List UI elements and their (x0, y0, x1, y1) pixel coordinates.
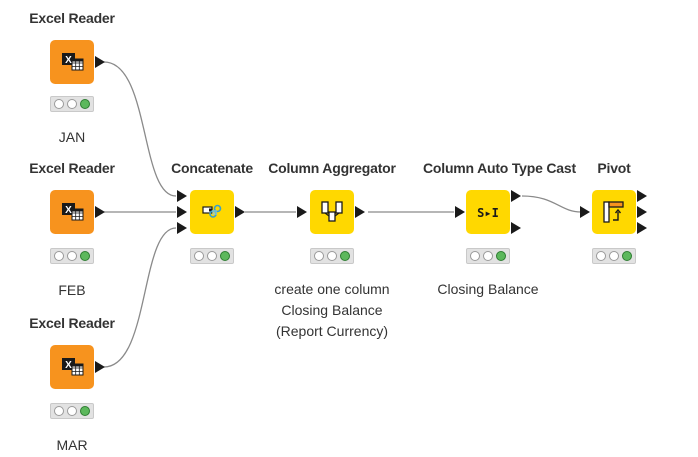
node-title: Column Auto Type Cast (423, 160, 576, 176)
excel-reader-feb-box[interactable]: X (50, 190, 94, 234)
output-port[interactable] (637, 206, 647, 218)
node-pivot[interactable]: Pivot (549, 158, 679, 178)
output-port[interactable] (637, 190, 647, 202)
node-excel-reader-jan[interactable]: Excel Reader (7, 8, 137, 28)
status-indicator (50, 403, 94, 419)
node-label[interactable]: FEB (58, 282, 86, 298)
svg-text:X: X (65, 360, 72, 371)
column-aggregator-icon (321, 201, 343, 222)
output-port[interactable] (235, 206, 245, 218)
output-port[interactable] (95, 56, 105, 68)
status-indicator (592, 248, 636, 264)
node-title: Concatenate (171, 160, 253, 176)
pivot-icon (603, 201, 624, 223)
svg-text:S▸I: S▸I (477, 206, 499, 220)
node-excel-reader-mar[interactable]: Excel Reader (7, 313, 137, 333)
output-port[interactable] (95, 206, 105, 218)
type-cast-icon: S▸I (477, 206, 499, 220)
output-port[interactable] (511, 190, 521, 202)
input-port[interactable] (297, 206, 307, 218)
excel-reader-icon: X (62, 358, 84, 376)
input-port[interactable] (177, 222, 187, 234)
node-title: Excel Reader (29, 10, 115, 26)
concatenate-icon (202, 204, 222, 218)
status-indicator (190, 248, 234, 264)
excel-reader-mar-box[interactable]: X (50, 345, 94, 389)
output-port[interactable] (95, 361, 105, 373)
output-port[interactable] (637, 222, 647, 234)
node-title: Excel Reader (29, 160, 115, 176)
input-port[interactable] (177, 190, 187, 202)
column-auto-type-cast-box[interactable]: S▸I (466, 190, 510, 234)
excel-reader-jan-box[interactable]: X (50, 40, 94, 84)
node-label[interactable]: JAN (58, 129, 86, 145)
input-port[interactable] (177, 206, 187, 218)
status-indicator (50, 96, 94, 112)
connection-typecast-pivot[interactable] (521, 195, 582, 213)
status-indicator (466, 248, 510, 264)
node-excel-reader-feb[interactable]: Excel Reader (7, 158, 137, 178)
node-label[interactable]: create one column Closing Balance (Repor… (274, 281, 390, 339)
svg-text:X: X (65, 205, 72, 216)
node-title: Pivot (597, 160, 631, 176)
node-label[interactable]: MAR (56, 437, 88, 453)
column-aggregator-box[interactable] (310, 190, 354, 234)
node-title: Column Aggregator (268, 160, 396, 176)
pivot-box[interactable] (592, 190, 636, 234)
connection-mar-concatenate[interactable] (103, 227, 177, 368)
excel-reader-icon: X (62, 203, 84, 221)
node-column-aggregator[interactable]: Column Aggregator (267, 158, 397, 178)
svg-text:X: X (65, 55, 72, 66)
node-column-auto-type-cast[interactable]: Column Auto Type Cast (423, 158, 576, 178)
status-indicator (50, 248, 94, 264)
output-port[interactable] (511, 222, 521, 234)
excel-reader-icon: X (62, 53, 84, 71)
node-label[interactable]: Closing Balance (437, 281, 539, 297)
status-indicator (310, 248, 354, 264)
input-port[interactable] (455, 206, 465, 218)
node-concatenate[interactable]: Concatenate (147, 158, 277, 178)
connection-jan-concatenate[interactable] (103, 61, 177, 197)
output-port[interactable] (355, 206, 365, 218)
input-port[interactable] (580, 206, 590, 218)
concatenate-box[interactable] (190, 190, 234, 234)
node-title: Excel Reader (29, 315, 115, 331)
